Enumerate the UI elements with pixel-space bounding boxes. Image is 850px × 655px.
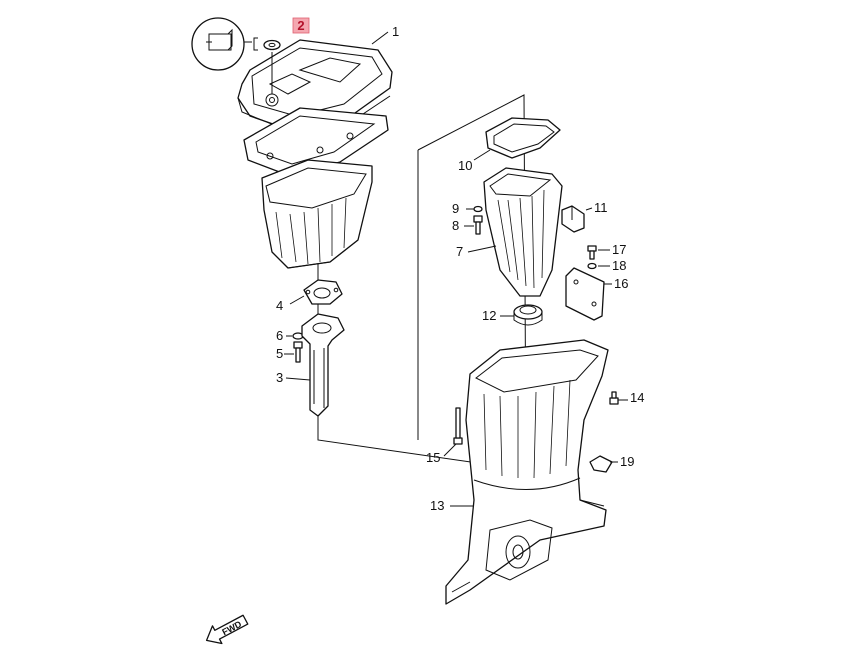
callout-labels: 2 1 4 6 5 3 10 9 8 7 11 17 18 16 12 14 1… bbox=[276, 17, 644, 513]
callout-15: 15 bbox=[426, 450, 440, 465]
part-6-washer bbox=[286, 332, 304, 340]
part-16-plate bbox=[565, 267, 612, 321]
part-1-upper-casing bbox=[237, 39, 393, 135]
callout-5: 5 bbox=[276, 346, 283, 361]
callout-17: 17 bbox=[612, 242, 626, 257]
part-3-exhaust-pipe bbox=[285, 313, 345, 417]
callout-11: 11 bbox=[594, 200, 608, 215]
part-13-lower-casing bbox=[445, 339, 609, 605]
callout-3: 3 bbox=[276, 370, 283, 385]
part-15-bolt bbox=[443, 407, 463, 457]
callout-18: 18 bbox=[612, 258, 626, 273]
callout-10: 10 bbox=[458, 158, 472, 173]
callout-14: 14 bbox=[630, 390, 644, 405]
part-10-gasket bbox=[473, 117, 561, 161]
fwd-arrow-icon: FWD bbox=[205, 614, 249, 645]
part-8-bolt bbox=[464, 215, 483, 235]
callout-4: 4 bbox=[276, 298, 283, 313]
callout-9: 9 bbox=[452, 201, 459, 216]
callout-6: 6 bbox=[276, 328, 283, 343]
part-11-damper bbox=[561, 205, 593, 233]
part-19-clip bbox=[589, 455, 618, 473]
part-9-washer bbox=[466, 205, 483, 213]
gasket-upper bbox=[243, 107, 389, 177]
part-14-bolt bbox=[609, 391, 628, 405]
callout-19: 19 bbox=[620, 454, 634, 469]
callout-12: 12 bbox=[482, 308, 496, 323]
callout-16: 16 bbox=[614, 276, 628, 291]
detail-inset bbox=[191, 17, 252, 71]
part-5-bolt bbox=[284, 341, 303, 363]
callout-2: 2 bbox=[297, 18, 304, 33]
callout-2-highlight bbox=[292, 17, 310, 34]
callout-8: 8 bbox=[452, 218, 459, 233]
callout-7: 7 bbox=[456, 244, 463, 259]
part-17-bolt bbox=[587, 245, 610, 260]
part-12-seal bbox=[500, 304, 543, 326]
callout-1: 1 bbox=[392, 24, 399, 39]
oil-pan bbox=[261, 159, 373, 269]
callout-13: 13 bbox=[430, 498, 444, 513]
part-2-washer bbox=[253, 37, 281, 51]
part-18-washer bbox=[587, 262, 610, 270]
part-7-exhaust-guide bbox=[467, 167, 563, 297]
part-4-gasket bbox=[289, 279, 343, 305]
